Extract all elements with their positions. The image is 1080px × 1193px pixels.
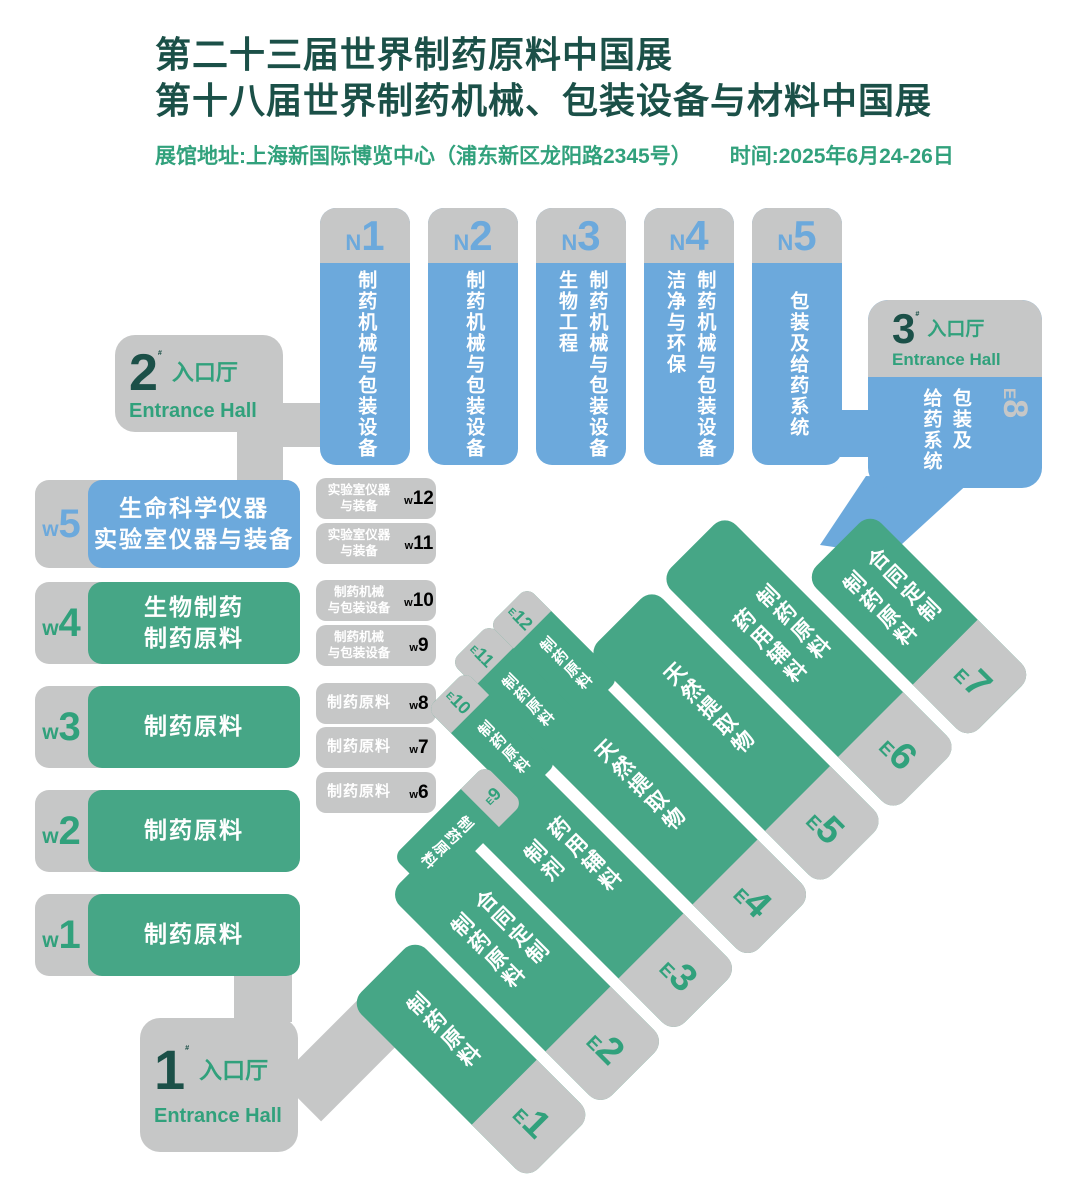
hall-number: 3 bbox=[577, 211, 601, 259]
entrance-label-en: Entrance Hall bbox=[892, 350, 1001, 369]
hall-w9-category: 制药机械与包装设备 bbox=[327, 629, 391, 660]
entrance-number: 3 bbox=[892, 305, 916, 352]
hall-n3-category: 制药机械与包装设备生物工程 bbox=[556, 269, 608, 459]
entrance-label-cn: 入口厅 bbox=[171, 360, 238, 385]
entrance-label-cn: 入口厅 bbox=[927, 318, 985, 340]
hall-w11-category: 实验室仪器与装备 bbox=[327, 527, 391, 558]
hall-w3-category: 制药原料 bbox=[88, 686, 300, 768]
hall-letter: N bbox=[669, 229, 686, 255]
hall-w8-category: 制药原料 bbox=[326, 694, 391, 712]
entrance-label-en: Entrance Hall bbox=[154, 1105, 282, 1127]
page-title-line2: 第十八届世界制药机械、包装设备与材料中国展 bbox=[155, 80, 933, 121]
entrance-number: 2 bbox=[129, 344, 158, 402]
entrance-label-cn: 入口厅 bbox=[199, 1056, 269, 1083]
entrance-label-en: Entrance Hall bbox=[129, 400, 257, 422]
hall-w12-category: 实验室仪器与装备 bbox=[327, 482, 391, 513]
corridor-entrance2-n1 bbox=[278, 403, 324, 447]
hall-w4-category: 生物制药制药原料 bbox=[88, 582, 300, 664]
hall-w7-category: 制药原料 bbox=[326, 738, 391, 756]
hall-w2-category: 制药原料 bbox=[88, 790, 300, 872]
hall-n5-category: 包装及给药系统 bbox=[787, 290, 809, 438]
hall-w10-category: 制药机械与包装设备 bbox=[327, 584, 391, 615]
entrance-hall-3: 3# 入口厅 Entrance Hall bbox=[868, 300, 1042, 377]
hall-n4-category: 制药机械与包装设备洁净与环保 bbox=[664, 269, 716, 459]
hall-letter: N bbox=[561, 229, 578, 255]
hall-w5-category: 生命科学仪器实验室仪器与装备 bbox=[88, 480, 300, 568]
corridor-n5-e8 bbox=[840, 410, 872, 457]
hall-letter: N bbox=[345, 229, 362, 255]
corridor-entrance2-w5 bbox=[237, 425, 283, 483]
corridor-entrance1-w1 bbox=[234, 972, 292, 1022]
hall-number: 4 bbox=[685, 211, 709, 259]
entrance-hash: # bbox=[157, 348, 162, 357]
hall-number: 5 bbox=[793, 211, 817, 259]
entrance-number: 1 bbox=[154, 1038, 186, 1101]
event-dates: 时间:2025年6月24-26日 bbox=[729, 145, 954, 168]
hall-n2-category: 制药机械与包装设备 bbox=[463, 269, 485, 459]
hall-letter: N bbox=[453, 229, 470, 255]
hall-letter: N bbox=[777, 229, 794, 255]
hall-e8-category: 包装及给药系统 bbox=[920, 388, 971, 472]
venue-address: 展馆地址:上海新国际博览中心（浦东新区龙阳路2345号） bbox=[155, 145, 692, 168]
entrance-hall-1: 1# 入口厅 Entrance Hall bbox=[140, 1018, 298, 1152]
venue-and-date-info: 展馆地址:上海新国际博览中心（浦东新区龙阳路2345号） 时间:2025年6月24… bbox=[155, 140, 954, 170]
hall-n1-category: 制药机械与包装设备 bbox=[355, 269, 377, 459]
entrance-hall-2: 2# 入口厅 Entrance Hall bbox=[115, 335, 283, 432]
entrance-hash: # bbox=[185, 1043, 190, 1052]
hall-w6-category: 制药原料 bbox=[326, 783, 391, 801]
hall-w1-category: 制药原料 bbox=[88, 894, 300, 976]
hall-number: 1 bbox=[361, 211, 385, 259]
page-title-line1: 第二十三届世界制药原料中国展 bbox=[155, 34, 674, 75]
hall-number: 2 bbox=[469, 211, 493, 259]
entrance-hash: # bbox=[915, 309, 920, 318]
